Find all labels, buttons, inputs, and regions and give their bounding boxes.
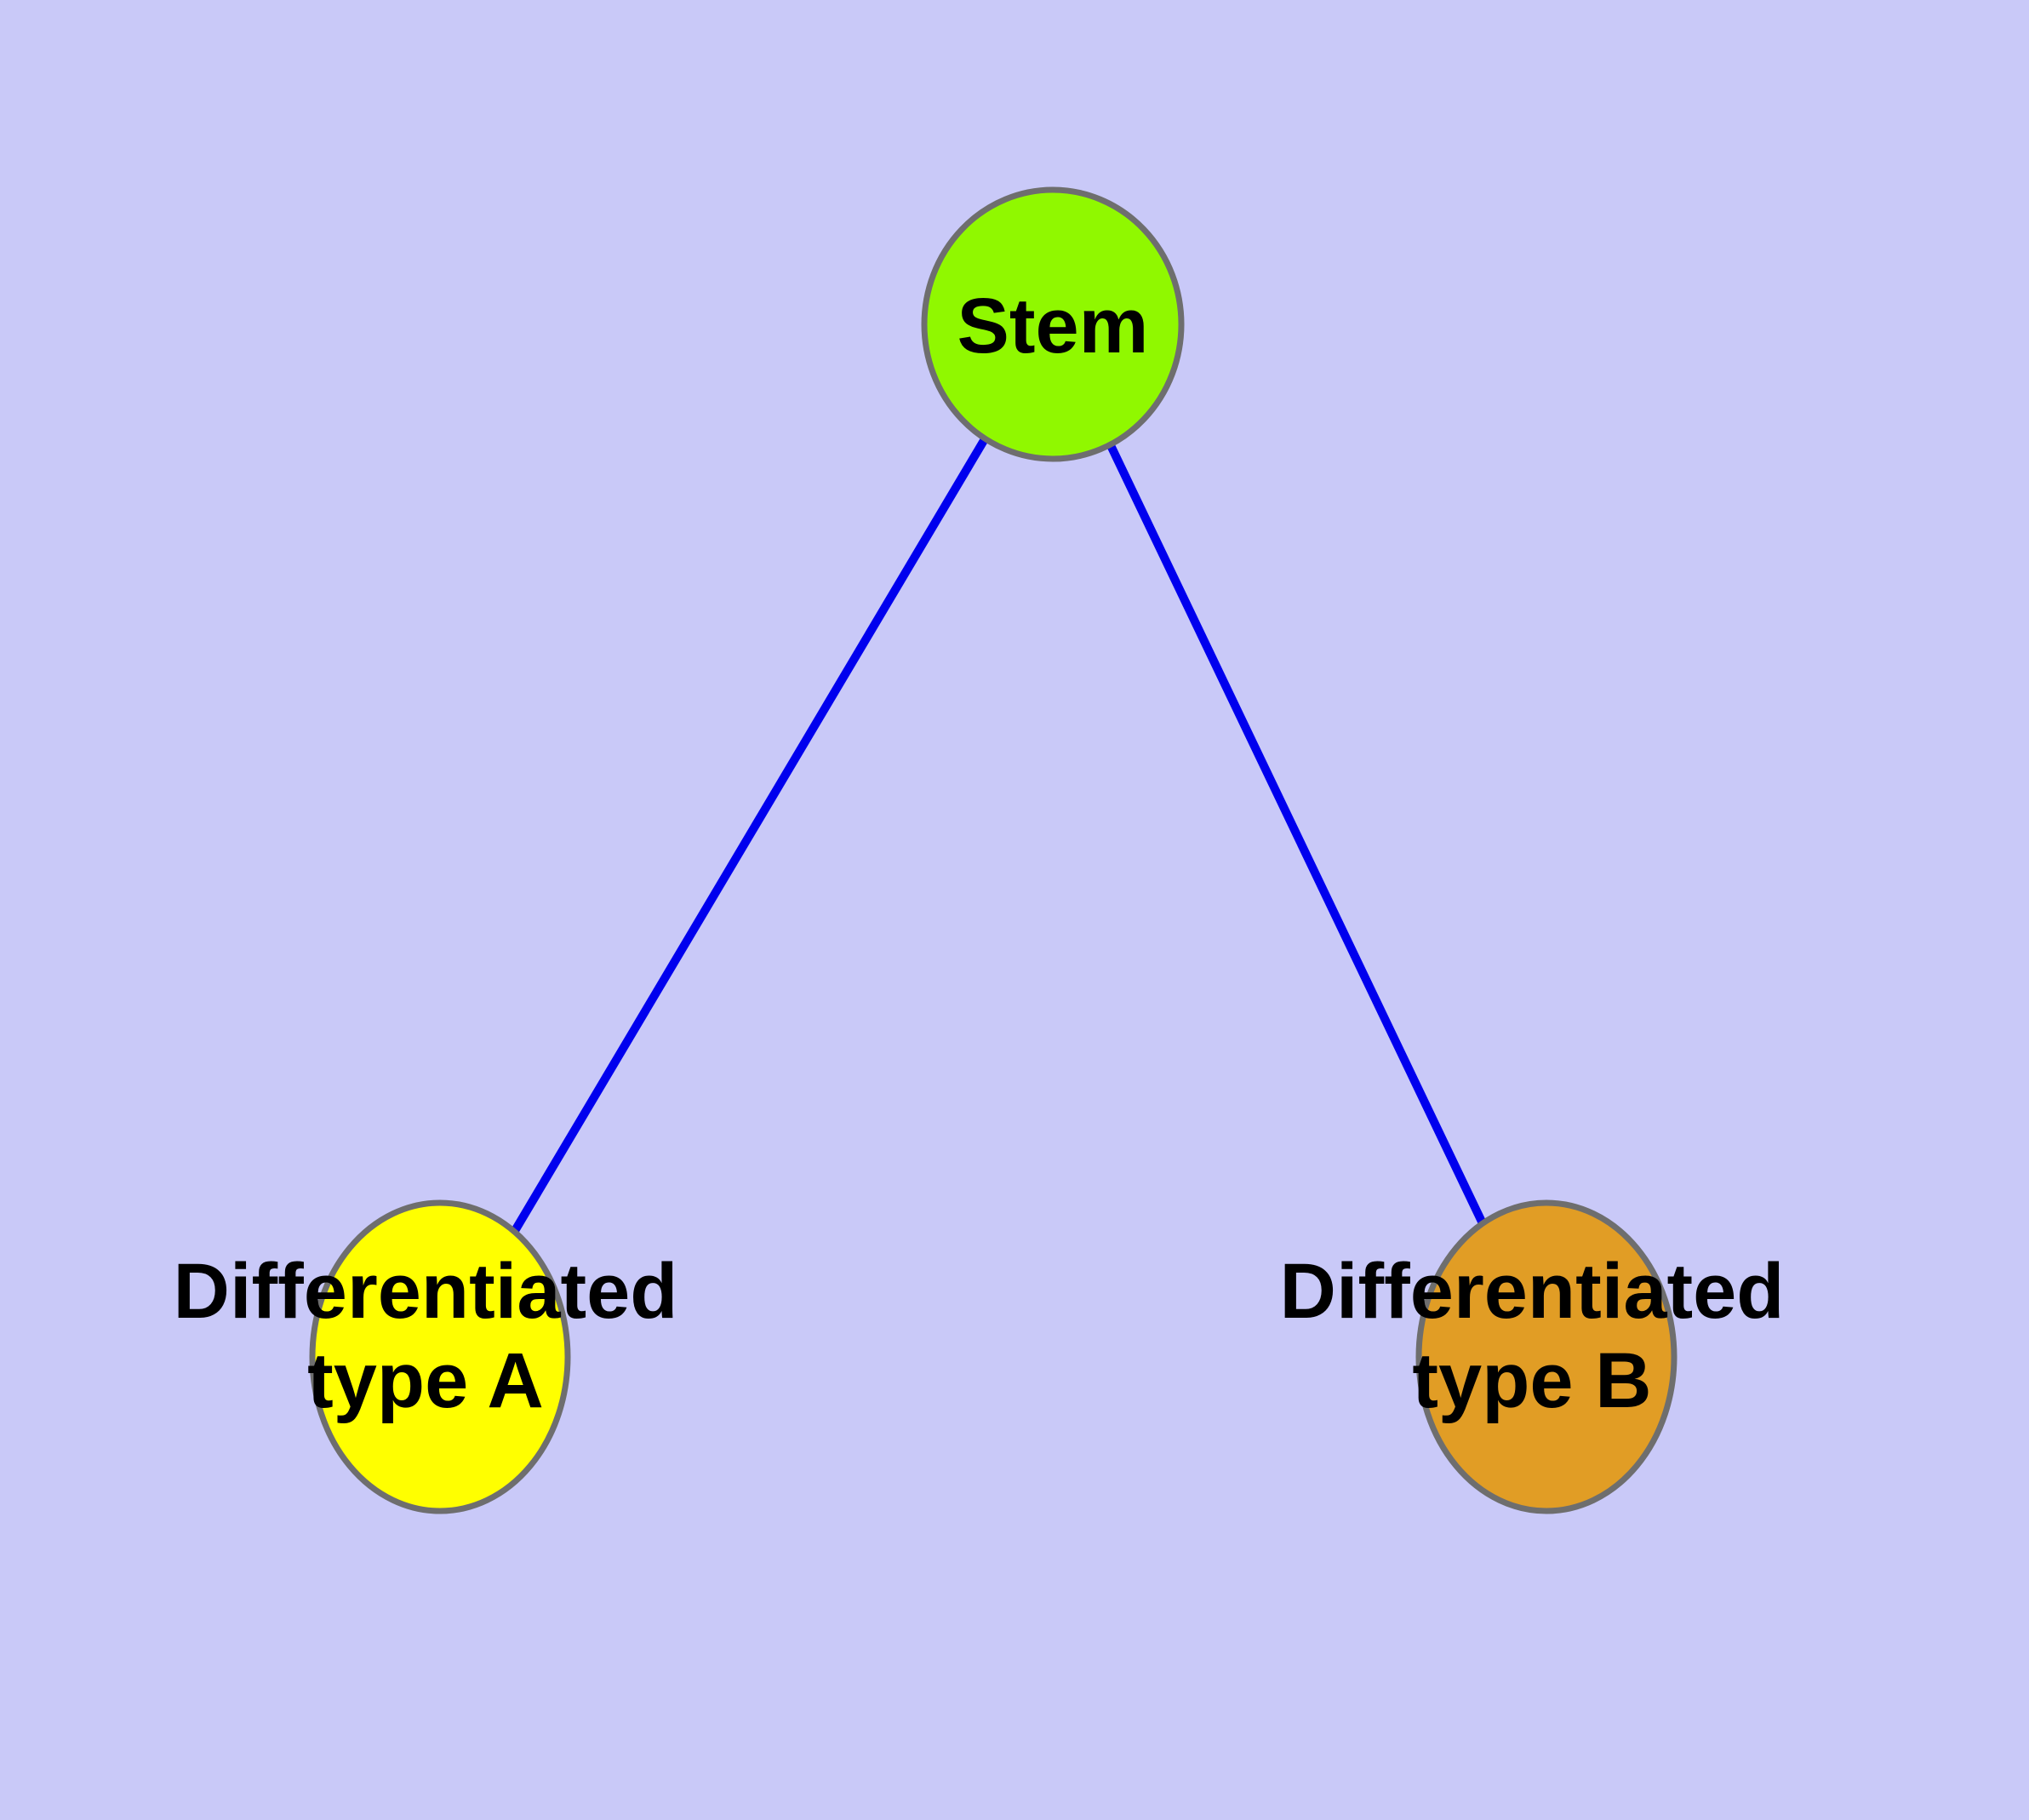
edge-stem-to-type-b — [1049, 322, 1551, 1359]
node-type-a-label-line2: type A — [307, 1337, 544, 1424]
node-differentiated-type-a — [309, 1199, 571, 1514]
node-type-b-label-line1: Differentiated — [1280, 1248, 1785, 1335]
node-differentiated-type-b — [1415, 1199, 1677, 1514]
node-type-b-label-line2: type B — [1412, 1337, 1651, 1424]
node-stem-label: Stem — [957, 283, 1149, 369]
node-type-a-label-line1: Differentiated — [174, 1248, 678, 1335]
edge-stem-to-type-a — [436, 322, 1057, 1359]
node-stem — [921, 186, 1185, 462]
